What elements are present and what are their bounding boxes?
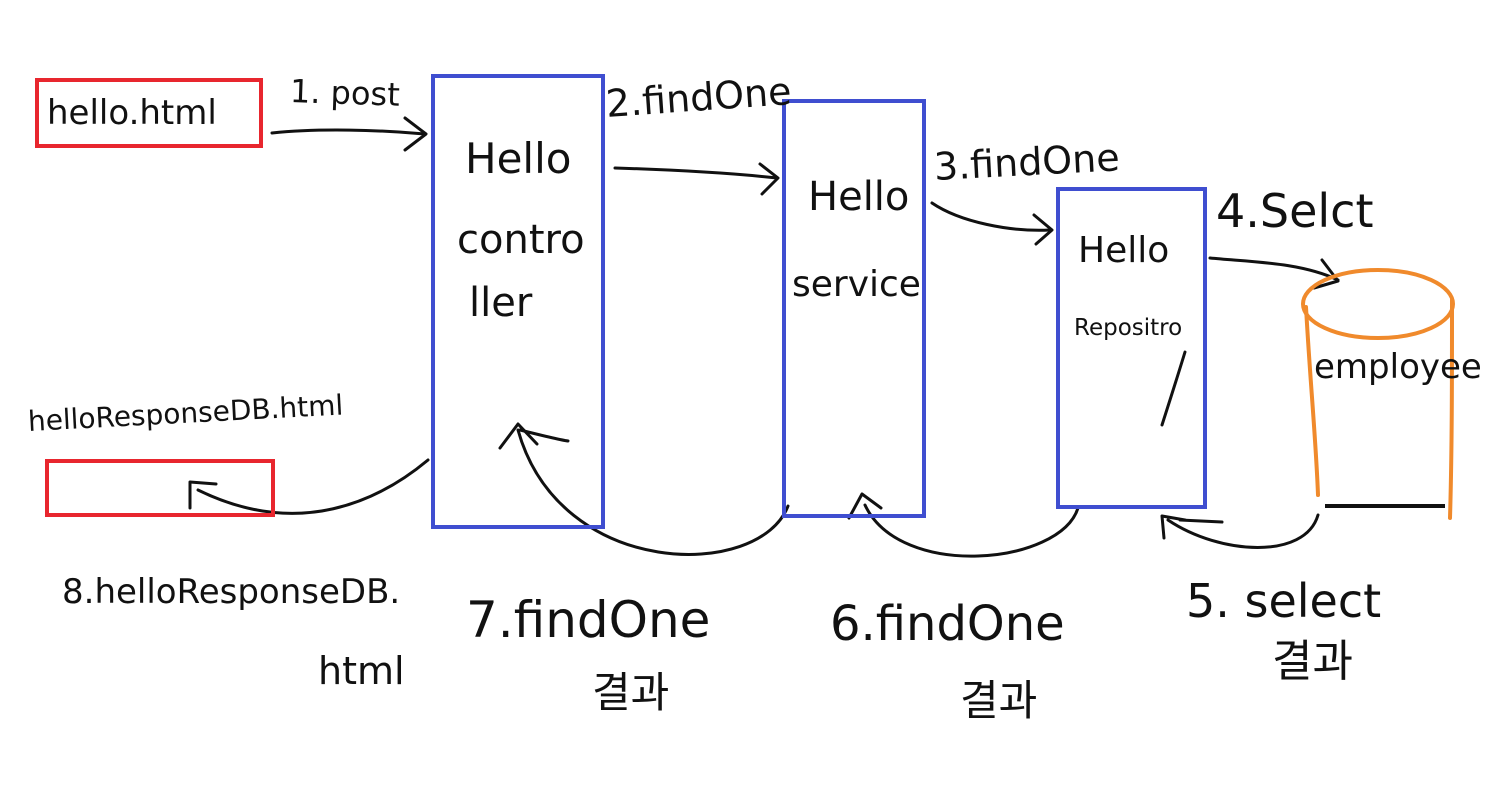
step-5-label: 5. select [1186, 574, 1382, 628]
repository-label-line-2: Repositro [1074, 315, 1183, 341]
step-5-result: 결과 [1272, 636, 1353, 687]
arrow-response-8-head [188, 480, 218, 510]
response-page-box [45, 459, 275, 517]
step-6-label: 6.findOne [830, 596, 1065, 652]
step-3-label: 3.findOne [932, 135, 1121, 189]
controller-label-line-3: ller [469, 280, 533, 326]
arrow-findone-3 [930, 201, 1052, 232]
repository-box: Hello Repositro [1056, 187, 1207, 509]
step-7-result: 결과 [592, 668, 670, 717]
service-label-line-1: Hello [808, 174, 910, 220]
arrow-select-4 [1208, 256, 1340, 282]
request-page-box: hello.html [35, 78, 263, 148]
arrow-findone-7-tail [518, 428, 570, 443]
service-label-line-2: service [792, 264, 921, 305]
service-box: Hello service [782, 99, 926, 518]
step-6-result: 결과 [960, 676, 1038, 725]
request-page-label: hello.html [47, 93, 217, 133]
arrow-findone-2 [613, 166, 779, 180]
step-8-label: 8.helloResponseDB. [62, 572, 401, 612]
arrow-select-4-head [1312, 258, 1340, 290]
step-8-label-line-2: html [318, 649, 405, 693]
arrow-post-head [403, 116, 428, 152]
employee-database [1301, 268, 1455, 520]
arrow-findone-6-head [847, 492, 883, 520]
arrow-findone-6 [863, 503, 1080, 558]
arrow-findone-3-head [1032, 213, 1054, 246]
arrow-findone-7 [516, 428, 790, 556]
employee-database-label: employee [1314, 347, 1482, 387]
arrow-select-5-tail [1178, 518, 1224, 524]
step-1-label: 1. post [289, 72, 401, 114]
repository-label-line-1: Hello [1078, 230, 1170, 271]
repository-y-stroke [1160, 350, 1187, 427]
controller-label-line-2: contro [457, 217, 585, 263]
arrow-select-5 [1166, 513, 1320, 549]
arrow-select-5-head [1160, 514, 1187, 540]
step-4-label: 4.Selct [1216, 184, 1374, 238]
arrow-post [270, 128, 427, 136]
arrow-findone-2-head [758, 162, 780, 196]
controller-label-line-1: Hello [465, 134, 572, 183]
step-7-label: 7.findOne [466, 591, 711, 649]
arrow-response-8 [196, 458, 430, 515]
arrow-findone-7-head [498, 422, 539, 450]
controller-box: Hello contro ller [431, 74, 605, 529]
